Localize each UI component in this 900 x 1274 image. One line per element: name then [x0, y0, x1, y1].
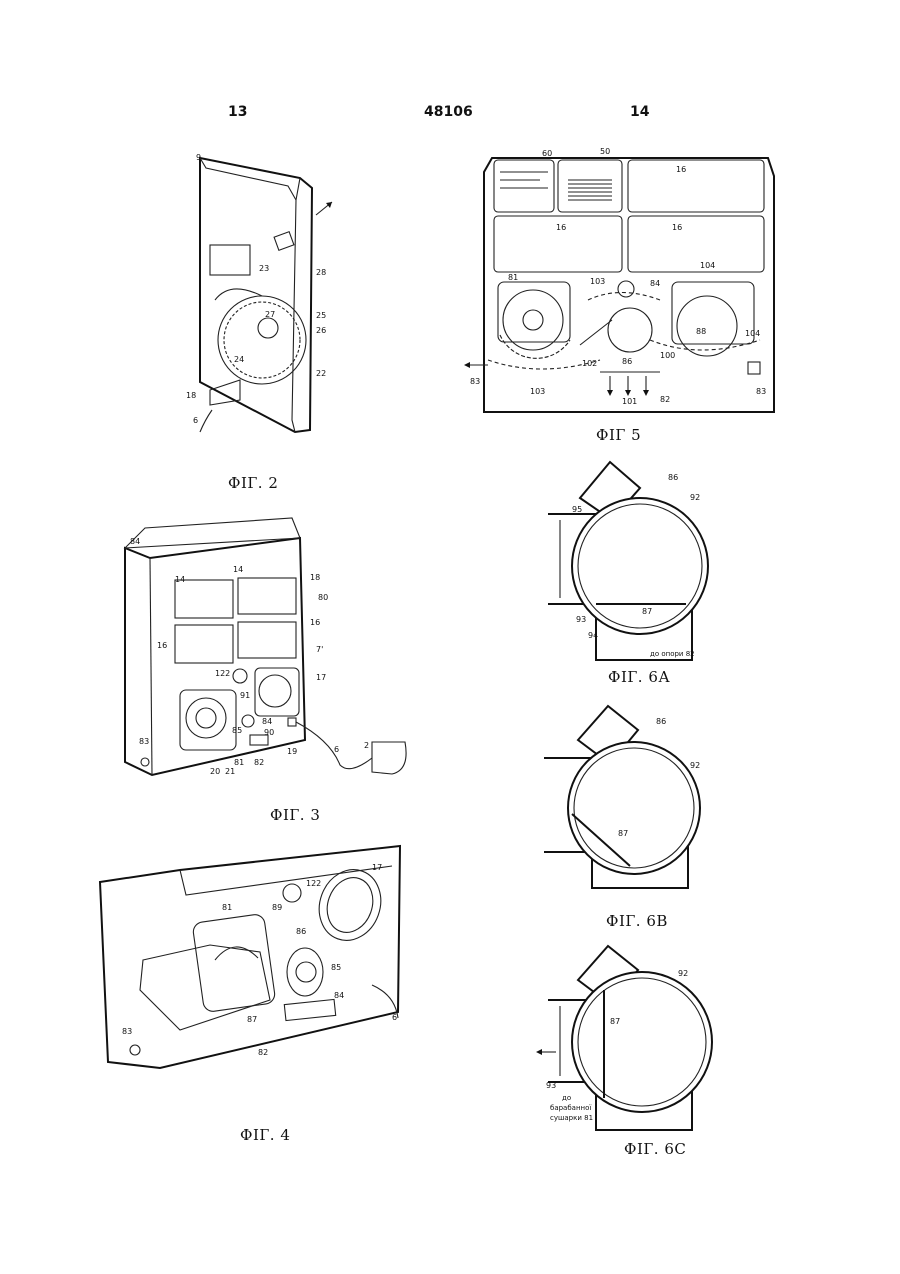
fig6a-label: 87: [642, 607, 652, 616]
fig2-label: 18: [186, 391, 196, 400]
fig5-label: 103: [530, 387, 545, 396]
figure-2-drawing: 9 23 28 27 25 26 24 22 18 6: [186, 153, 332, 432]
fig4-label: 84: [334, 991, 344, 1000]
fig3-label: 85: [232, 726, 242, 735]
fig5-label: 102: [582, 359, 597, 368]
fig6a-note: до опори 82: [650, 650, 695, 658]
fig4-label: 87: [247, 1015, 257, 1024]
fig3-label: 14: [233, 565, 243, 574]
fig4-label: 6: [392, 1013, 397, 1022]
figure-3-drawing: 84 14 14 18 80 16 16 7' 122 17 91 84 85 …: [125, 518, 406, 776]
fig4-label: 85: [331, 963, 341, 972]
figure-2-caption: ФІГ. 2: [228, 474, 278, 492]
fig4-label: 89: [272, 903, 282, 912]
fig6b-label: 87: [618, 829, 628, 838]
fig5-label: 16: [672, 223, 682, 232]
fig5-label: 50: [600, 147, 610, 156]
fig3-label: 91: [240, 691, 250, 700]
figure-5-drawing: 60 50 16 16 16 81 103 84 104 88 86 100 1…: [464, 147, 774, 412]
fig6a-label: 93: [576, 615, 586, 624]
fig6b-label: 92: [690, 761, 700, 770]
figure-3-caption: ФІГ. 3: [270, 806, 320, 824]
fig6c-label: 93: [546, 1081, 556, 1090]
fig6a-label: 86: [668, 473, 678, 482]
fig2-label: 9: [196, 153, 201, 162]
fig3-label: 17: [316, 673, 326, 682]
fig6a-label: 94: [588, 631, 598, 640]
fig3-label: 90: [264, 728, 274, 737]
figure-5-caption: ФІГ 5: [596, 426, 641, 444]
fig6c-label: 87: [610, 1017, 620, 1026]
fig2-label: 22: [316, 369, 326, 378]
fig3-label: 19: [287, 747, 297, 756]
fig6a-label: 92: [690, 493, 700, 502]
fig3-label: 122: [215, 669, 230, 678]
fig3-label: 83: [139, 737, 149, 746]
fig3-label: 81: [234, 758, 244, 767]
figure-6a-caption: ФІГ. 6А: [608, 668, 670, 686]
fig3-label: 16: [157, 641, 167, 650]
fig5-label: 83: [470, 377, 480, 386]
figure-6b-drawing: 86 92 87: [544, 706, 700, 888]
fig4-label: 17: [372, 863, 382, 872]
fig4-label: 83: [122, 1027, 132, 1036]
fig5-label: 83: [756, 387, 766, 396]
figure-4-drawing: 122 17 81 89 86 85 84 87 83 82 6: [100, 846, 400, 1068]
fig6c-note: до: [562, 1094, 571, 1102]
fig5-label: 86: [622, 357, 632, 366]
fig3-label: 14: [175, 575, 185, 584]
fig5-label: 81: [508, 273, 518, 282]
fig4-label: 122: [306, 879, 321, 888]
fig3-label: 84: [130, 537, 140, 546]
fig2-label: 28: [316, 268, 326, 277]
figure-6c-drawing: 92 87 93 до барабанної сушарки 81: [536, 946, 712, 1130]
figure-6b-caption: ФІГ. 6В: [606, 912, 668, 930]
fig5-label: 101: [622, 397, 637, 406]
figure-6c-caption: ФІГ. 6С: [624, 1140, 686, 1158]
fig3-label: 2: [364, 741, 369, 750]
fig4-label: 81: [222, 903, 232, 912]
fig5-label: 82: [660, 395, 670, 404]
fig2-label: 27: [265, 310, 275, 319]
fig3-label: 80: [318, 593, 328, 602]
fig3-label: 18: [310, 573, 320, 582]
fig6a-label: 95: [572, 505, 582, 514]
fig6c-note: сушарки 81: [550, 1114, 593, 1122]
fig3-label: 84: [262, 717, 272, 726]
fig5-label: 88: [696, 327, 706, 336]
fig3-label: 6: [334, 745, 339, 754]
fig5-label: 103: [590, 277, 605, 286]
fig2-label: 6: [193, 416, 198, 425]
figure-4-caption: ФІГ. 4: [240, 1126, 290, 1144]
fig5-label: 16: [556, 223, 566, 232]
fig6c-label: 92: [678, 969, 688, 978]
fig6b-label: 86: [656, 717, 666, 726]
fig4-label: 86: [296, 927, 306, 936]
fig5-label: 16: [676, 165, 686, 174]
fig3-label: 20: [210, 767, 220, 776]
fig5-label: 104: [745, 329, 760, 338]
fig5-label: 100: [660, 351, 675, 360]
fig5-label: 84: [650, 279, 660, 288]
fig3-label: 82: [254, 758, 264, 767]
fig2-label: 26: [316, 326, 326, 335]
fig2-label: 24: [234, 355, 244, 364]
fig5-label: 60: [542, 149, 552, 158]
fig4-label: 82: [258, 1048, 268, 1057]
figure-6a-drawing: 86 92 95 87 93 94 до опори 82: [548, 462, 708, 660]
fig6c-note: барабанної: [550, 1104, 591, 1112]
fig2-label: 25: [316, 311, 326, 320]
fig5-label: 104: [700, 261, 715, 270]
fig3-label: 16: [310, 618, 320, 627]
fig3-label: 7': [316, 645, 323, 654]
fig3-label: 21: [225, 767, 235, 776]
fig2-label: 23: [259, 264, 269, 273]
